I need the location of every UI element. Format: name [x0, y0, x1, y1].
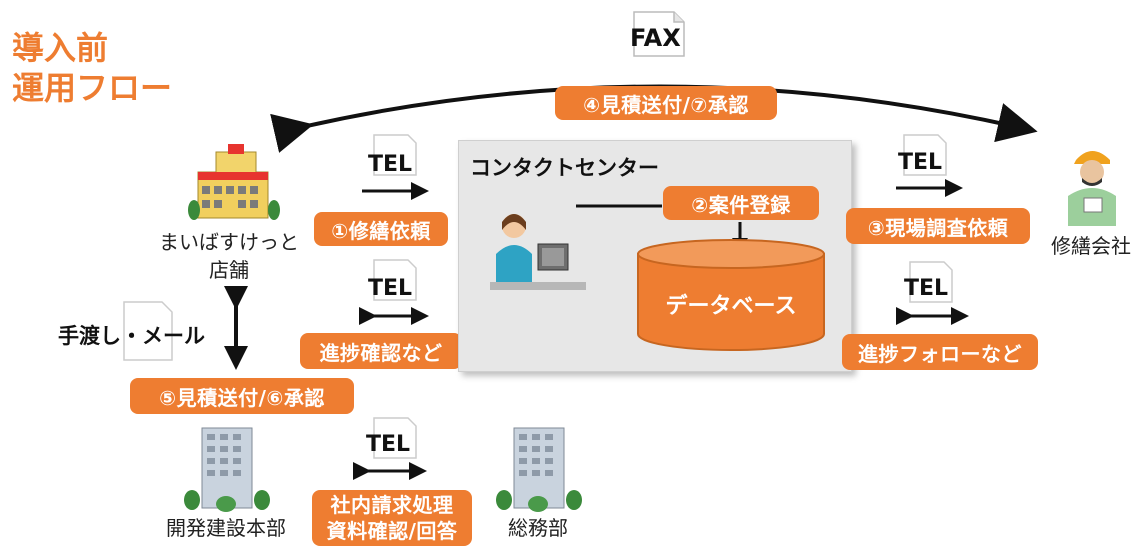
building-store-icon [188, 144, 280, 220]
tel-label-1: TEL [368, 152, 413, 177]
fax-label: FAX [630, 24, 681, 52]
store-label-line1: まいばすけっと [159, 230, 299, 254]
tel-paper-icon [373, 417, 417, 459]
progress-follow-badge: 進捗フォローなど [842, 334, 1038, 370]
step4-badge: ④見積送付/⑦承認 [555, 86, 777, 120]
store-label-line2: 店舗 [209, 258, 249, 282]
progress-confirm-badge: 進捗確認など [300, 333, 462, 369]
step5-badge: ⑤見積送付/⑥承認 [130, 378, 354, 414]
repair-company-label: 修繕会社 [1051, 234, 1131, 258]
contact-center-title: コンタクトセンター [470, 156, 659, 180]
tel-paper-icon [373, 134, 417, 176]
database-label: データベース [665, 294, 797, 319]
tel-label-3: TEL [898, 150, 943, 175]
general-affairs-label: 総務部 [508, 516, 568, 540]
office-building-icon [496, 427, 582, 512]
database-icon [637, 239, 825, 351]
dev-dept-label: 開発建設本部 [166, 516, 286, 540]
office-building-icon [184, 427, 270, 512]
fax-paper-icon [633, 11, 685, 57]
tel-paper-icon [373, 259, 417, 301]
step3-badge: ③現場調査依頼 [846, 208, 1030, 244]
operator-icon [490, 214, 586, 290]
diagram-title-line2: 運用フロー [12, 69, 173, 107]
internal-process-line1: 社内請求処理 [330, 493, 454, 517]
internal-process-badge: 社内請求処理 資料確認/回答 [312, 490, 472, 546]
tel-label-2: TEL [368, 276, 413, 301]
tel-label-4: TEL [904, 276, 949, 301]
worker-icon [1068, 151, 1116, 226]
tel-label-5: TEL [366, 432, 411, 457]
connector-line [576, 204, 662, 208]
step2-badge: ②案件登録 [663, 186, 819, 220]
tel-paper-icon [903, 134, 947, 176]
tel-paper-icon [909, 261, 953, 303]
internal-process-line2: 資料確認/回答 [326, 519, 458, 543]
diagram-title-line1: 導入前 [12, 29, 109, 67]
step1-badge: ①修繕依頼 [314, 212, 448, 246]
handover-label: 手渡し・メール [58, 324, 205, 348]
handover-paper-icon [123, 301, 173, 361]
